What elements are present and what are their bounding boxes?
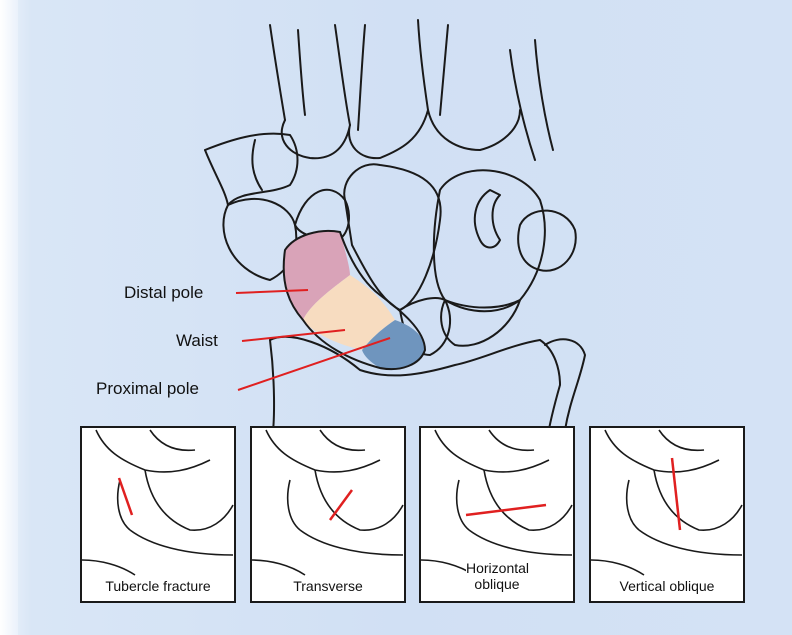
- waist-label: Waist: [176, 331, 218, 351]
- metacarpal-4: [418, 20, 448, 115]
- proximal-pole-label: Proximal pole: [96, 379, 199, 399]
- metacarpal-3: [335, 25, 365, 130]
- panel-transverse: [251, 427, 405, 602]
- panel-tubercle: [81, 427, 235, 602]
- thumb-metacarpal-base: [205, 134, 298, 205]
- metacarpal-1b: [252, 140, 262, 190]
- metacarpal-bases: [282, 110, 520, 158]
- metacarpal-5: [510, 40, 553, 160]
- caption-tubercle-fracture: Tubercle fracture: [82, 578, 234, 594]
- caption-vertical-oblique: Vertical oblique: [591, 578, 743, 594]
- metacarpal-1: [205, 150, 228, 205]
- distal-pole-label: Distal pole: [124, 283, 203, 303]
- metacarpal-2: [270, 25, 305, 120]
- hamate-hook: [475, 190, 500, 248]
- caption-transverse: Transverse: [252, 578, 404, 594]
- radius-left-edge: [270, 340, 274, 440]
- panel-vertical-oblique: [590, 427, 744, 602]
- caption-horizontal-oblique: Horizontal oblique: [466, 560, 528, 592]
- pisiform: [518, 211, 576, 271]
